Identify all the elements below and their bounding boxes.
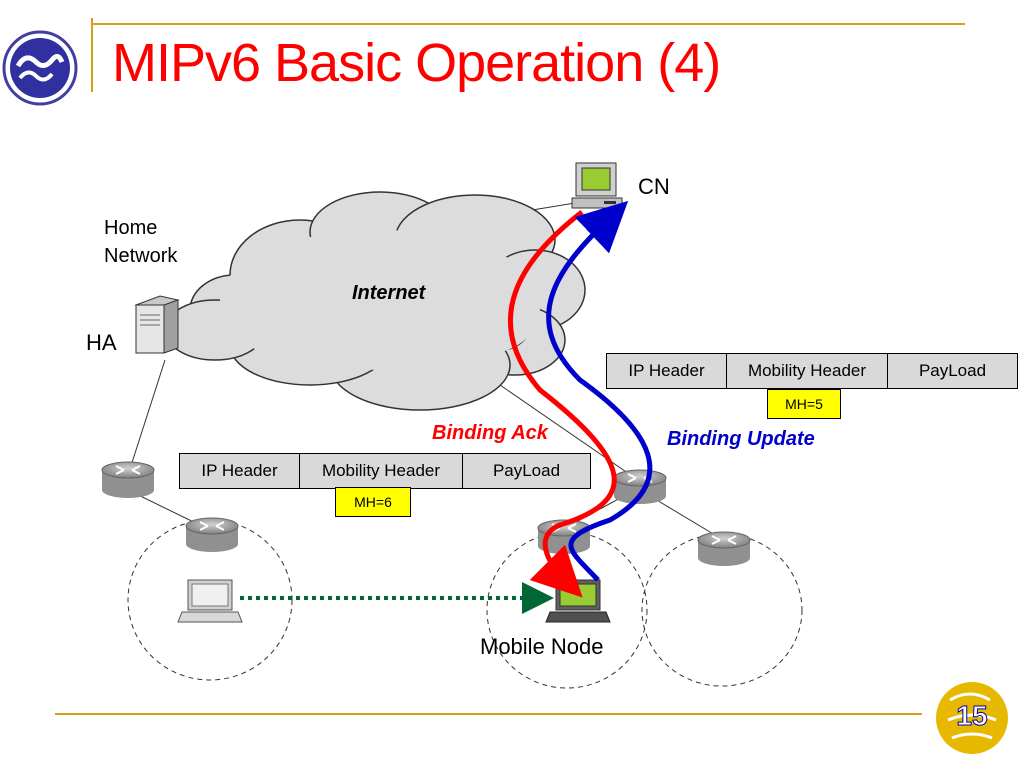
internet-label: Internet — [352, 282, 426, 304]
router-home-subnet — [185, 517, 239, 552]
binding-ack-arrow — [508, 210, 617, 598]
page-number: 15 — [956, 700, 988, 732]
router-other — [697, 531, 751, 566]
cn-label: CN — [638, 174, 670, 199]
computer-icon — [571, 162, 623, 209]
binding-update-arrow — [546, 200, 653, 582]
page-badge — [936, 682, 1008, 754]
packet-ack-ip-header: IP Header — [180, 454, 300, 488]
home-network-label: Home Network — [104, 214, 177, 270]
packet-ack: IP Header Mobility Header PayLoad — [179, 453, 591, 489]
laptop-old-icon — [177, 579, 243, 623]
mh6-badge: MH=6 — [335, 487, 411, 517]
server-icon — [134, 295, 180, 354]
slide-title: MIPv6 Basic Operation (4) — [112, 33, 721, 93]
mobile-node-label: Mobile Node — [480, 634, 604, 659]
packet-update: IP Header Mobility Header PayLoad — [606, 353, 1018, 389]
binding-ack-label: Binding Ack — [432, 422, 548, 444]
ha-label: HA — [86, 330, 117, 355]
packet-update-ip-header: IP Header — [607, 354, 727, 388]
home-network-line2: Network — [104, 245, 178, 267]
router-core — [613, 469, 667, 504]
binding-update-label: Binding Update — [667, 428, 815, 450]
packet-update-payload: PayLoad — [918, 361, 987, 380]
home-network-line1: Home — [104, 217, 158, 239]
packet-update-mobility-header: Mobility Header — [727, 354, 888, 388]
mh5-badge: MH=5 — [767, 389, 841, 419]
laptop-mobile-icon — [545, 579, 611, 623]
packet-ack-mobility-header: Mobility Header — [300, 454, 463, 488]
logo-emblem — [2, 30, 78, 106]
packet-ack-payload: PayLoad — [492, 461, 561, 480]
router-home — [101, 461, 155, 498]
